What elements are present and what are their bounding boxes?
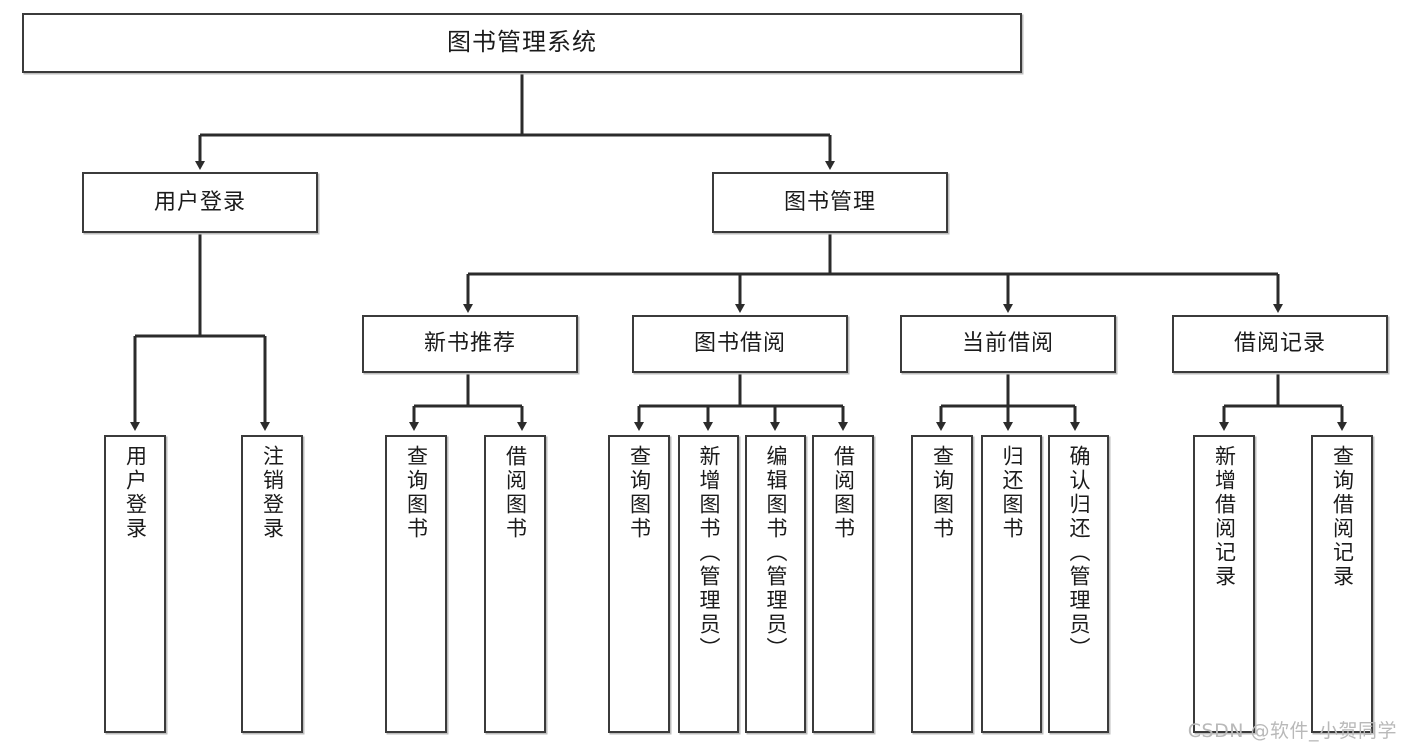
node-label: 确认归还（管理员） [1067, 445, 1091, 661]
node-label: 查询图书 [930, 445, 955, 541]
leaf-query-borrow-record[interactable]: 查询借阅记录 [1311, 435, 1373, 733]
node-label: 新书推荐 [423, 331, 516, 357]
node-label: 借阅图书 [503, 445, 528, 541]
node-label: 图书管理系统 [447, 28, 597, 57]
leaf-borrow-book-recommend[interactable]: 借阅图书 [484, 435, 546, 733]
leaf-query-book-recommend[interactable]: 查询图书 [385, 435, 447, 733]
leaf-user-login[interactable]: 用户登录 [104, 435, 166, 733]
node-label: 注销登录 [260, 445, 285, 541]
node-label: 用户登录 [123, 445, 148, 541]
node-label: 查询图书 [627, 445, 652, 541]
watermark: CSDN @软件_小贺同学 [1187, 720, 1397, 742]
node-label: 当前借阅 [961, 331, 1054, 357]
leaf-query-book-current[interactable]: 查询图书 [911, 435, 973, 733]
node-book-management[interactable]: 图书管理 [712, 172, 948, 233]
leaf-borrow-book[interactable]: 借阅图书 [812, 435, 874, 733]
node-label: 用户登录 [153, 189, 246, 215]
node-user-login[interactable]: 用户登录 [82, 172, 318, 233]
node-label: 编辑图书（管理员） [764, 445, 788, 661]
node-label: 图书借阅 [693, 331, 786, 357]
node-label: 查询图书 [404, 445, 429, 541]
node-label: 借阅图书 [831, 445, 856, 541]
leaf-logout[interactable]: 注销登录 [241, 435, 303, 733]
node-label: 新增借阅记录 [1212, 445, 1237, 589]
node-label: 查询借阅记录 [1330, 445, 1355, 589]
leaf-add-book-admin[interactable]: 新增图书（管理员） [678, 435, 739, 733]
node-label: 新增图书（管理员） [697, 445, 721, 661]
node-label: 借阅记录 [1233, 331, 1326, 357]
node-root-system[interactable]: 图书管理系统 [22, 13, 1022, 73]
node-new-book-recommend[interactable]: 新书推荐 [362, 315, 578, 373]
node-current-borrow[interactable]: 当前借阅 [900, 315, 1116, 373]
leaf-return-book[interactable]: 归还图书 [981, 435, 1042, 733]
leaf-confirm-return-admin[interactable]: 确认归还（管理员） [1048, 435, 1109, 733]
leaf-edit-book-admin[interactable]: 编辑图书（管理员） [745, 435, 806, 733]
node-label: 归还图书 [1000, 445, 1024, 541]
node-borrow-record[interactable]: 借阅记录 [1172, 315, 1388, 373]
node-book-borrow[interactable]: 图书借阅 [632, 315, 848, 373]
leaf-add-borrow-record[interactable]: 新增借阅记录 [1193, 435, 1255, 733]
leaf-query-book[interactable]: 查询图书 [608, 435, 670, 733]
node-label: 图书管理 [783, 189, 876, 215]
